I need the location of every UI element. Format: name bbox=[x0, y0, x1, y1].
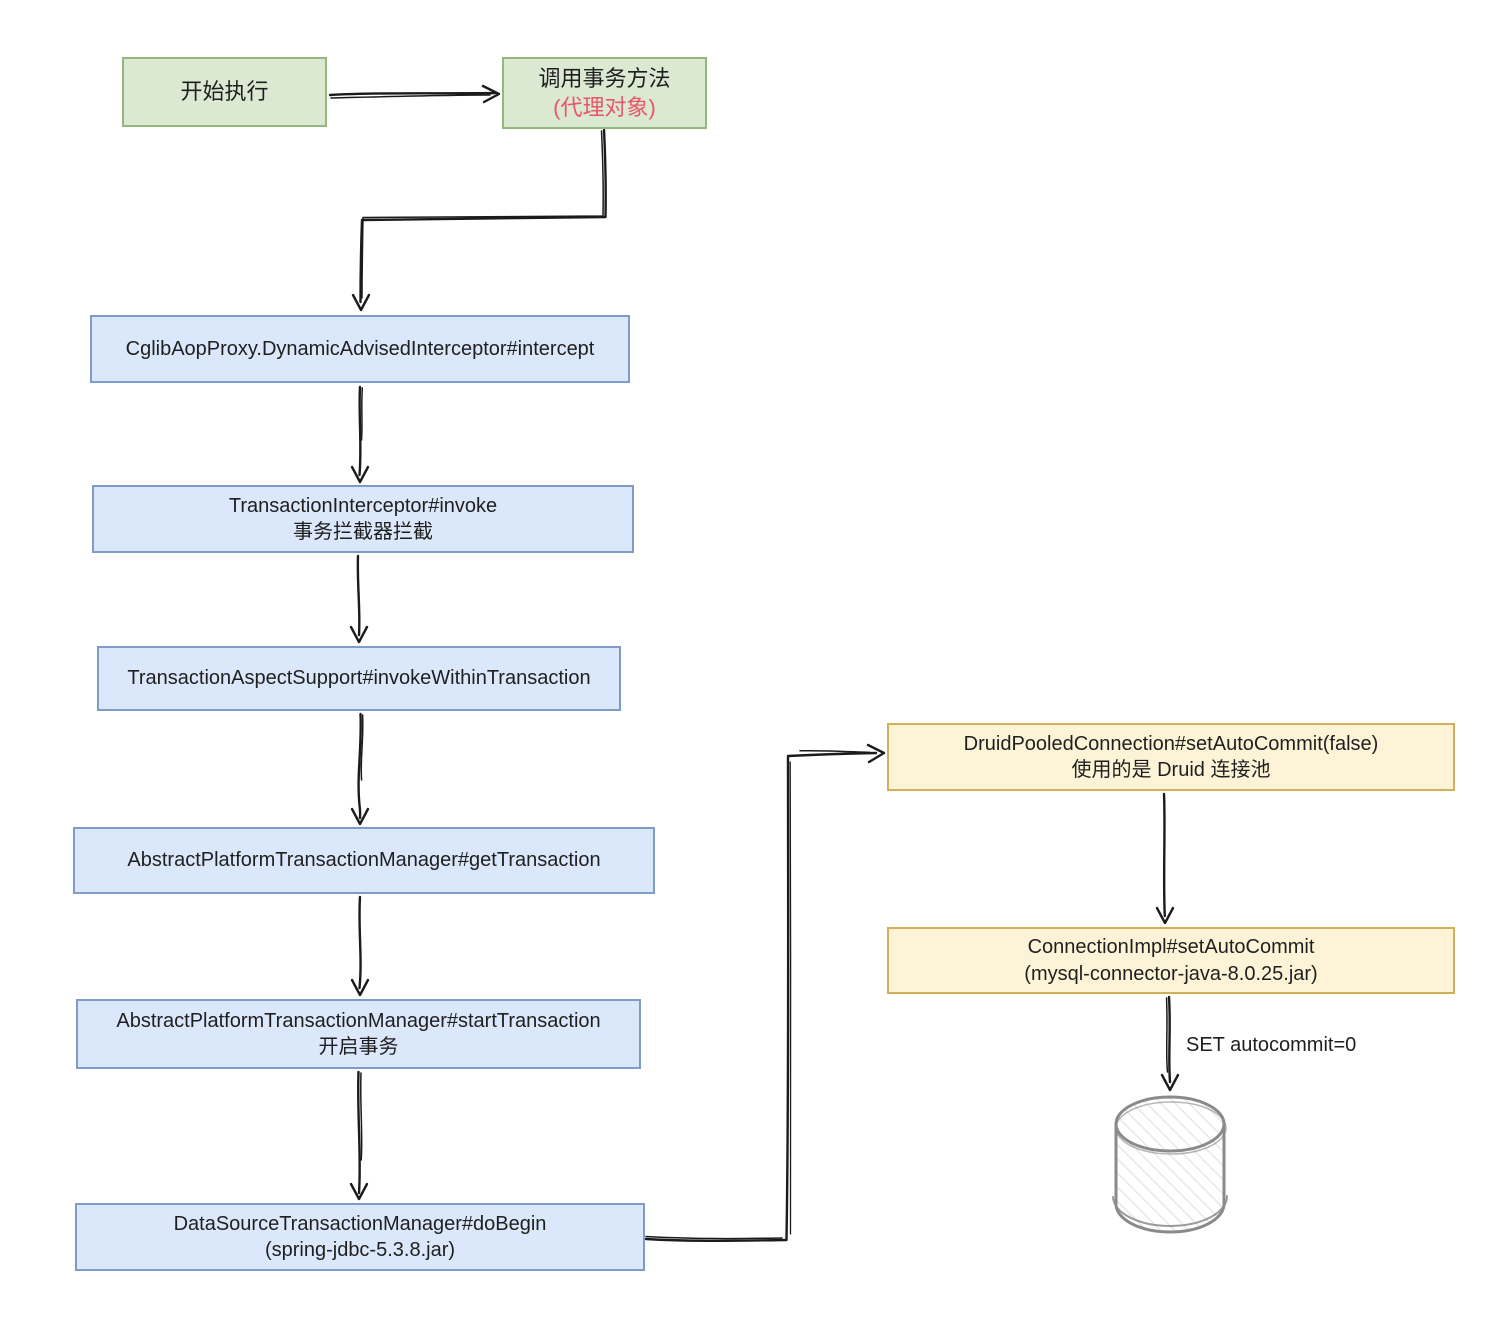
node-start-transaction-label: AbstractPlatformTransactionManager#start… bbox=[116, 1009, 601, 1032]
node-druid-sublabel: 使用的是 Druid 连接池 bbox=[1071, 759, 1271, 781]
edge-start-to-call bbox=[330, 86, 499, 102]
node-do-begin-label: DataSourceTransactionManager#doBegin bbox=[173, 1212, 547, 1235]
arrowhead bbox=[1157, 908, 1173, 923]
edge-dobegin-to-druid bbox=[646, 745, 884, 1241]
database-cylinder-icon bbox=[1113, 1097, 1227, 1232]
node-connectionimpl-sublabel: (mysql-connector-java-8.0.25.jar) bbox=[1024, 962, 1318, 985]
arrowhead bbox=[352, 809, 368, 824]
node-transaction-interceptor-invoke: TransactionInterceptor#invoke 事务拦截器拦截 bbox=[92, 485, 634, 553]
node-invoke-within-label: TransactionAspectSupport#invokeWithinTra… bbox=[127, 667, 591, 690]
edge-connectionimpl-to-database bbox=[1162, 997, 1178, 1090]
node-call-method-sublabel: (代理对象) bbox=[553, 95, 656, 120]
arrowhead bbox=[353, 295, 369, 310]
node-start-transaction-sublabel: 开启事务 bbox=[318, 1036, 399, 1058]
node-tx-interceptor-sublabel: 事务拦截器拦截 bbox=[293, 521, 433, 543]
arrowhead bbox=[483, 86, 499, 102]
node-druid-label: DruidPooledConnection#setAutoCommit(fals… bbox=[963, 732, 1379, 755]
arrowhead bbox=[351, 627, 367, 642]
edge-gettransaction-to-starttransaction bbox=[352, 897, 368, 995]
node-get-transaction: AbstractPlatformTransactionManager#getTr… bbox=[73, 827, 655, 894]
node-druid-set-autocommit: DruidPooledConnection#setAutoCommit(fals… bbox=[887, 723, 1455, 791]
edge-call-to-intercept bbox=[353, 130, 606, 310]
edge-druid-to-connectionimpl bbox=[1157, 794, 1173, 923]
node-tx-interceptor-label: TransactionInterceptor#invoke bbox=[228, 494, 498, 517]
edge-intercept-to-invoke bbox=[352, 387, 368, 482]
edge-starttransaction-to-dobegin bbox=[351, 1072, 367, 1199]
node-start-label: 开始执行 bbox=[180, 79, 269, 105]
node-do-begin: DataSourceTransactionManager#doBegin (sp… bbox=[75, 1203, 645, 1271]
arrowhead bbox=[1162, 1075, 1178, 1090]
node-connectionimpl-label: ConnectionImpl#setAutoCommit bbox=[1027, 936, 1315, 959]
node-start: 开始执行 bbox=[122, 57, 327, 127]
node-cglib-intercept: CglibAopProxy.DynamicAdvisedInterceptor#… bbox=[90, 315, 630, 383]
node-get-transaction-label: AbstractPlatformTransactionManager#getTr… bbox=[127, 849, 601, 872]
node-call-method-label: 调用事务方法 bbox=[538, 65, 671, 91]
arrowhead bbox=[352, 980, 368, 995]
node-call-transaction-method: 调用事务方法 (代理对象) bbox=[502, 57, 707, 129]
node-start-transaction: AbstractPlatformTransactionManager#start… bbox=[76, 999, 641, 1069]
arrowhead bbox=[868, 745, 884, 762]
arrowhead bbox=[351, 1184, 367, 1199]
edge-invoke-to-within bbox=[351, 556, 367, 642]
arrowhead bbox=[352, 467, 368, 482]
edge-within-to-gettransaction bbox=[352, 714, 368, 824]
node-connectionimpl-set-autocommit: ConnectionImpl#setAutoCommit (mysql-conn… bbox=[887, 927, 1455, 994]
node-cglib-intercept-label: CglibAopProxy.DynamicAdvisedInterceptor#… bbox=[125, 337, 595, 360]
label-set-autocommit: SET autocommit=0 bbox=[1186, 1034, 1357, 1056]
node-invoke-within-transaction: TransactionAspectSupport#invokeWithinTra… bbox=[97, 646, 621, 711]
node-do-begin-sublabel: (spring-jdbc-5.3.8.jar) bbox=[264, 1239, 456, 1261]
